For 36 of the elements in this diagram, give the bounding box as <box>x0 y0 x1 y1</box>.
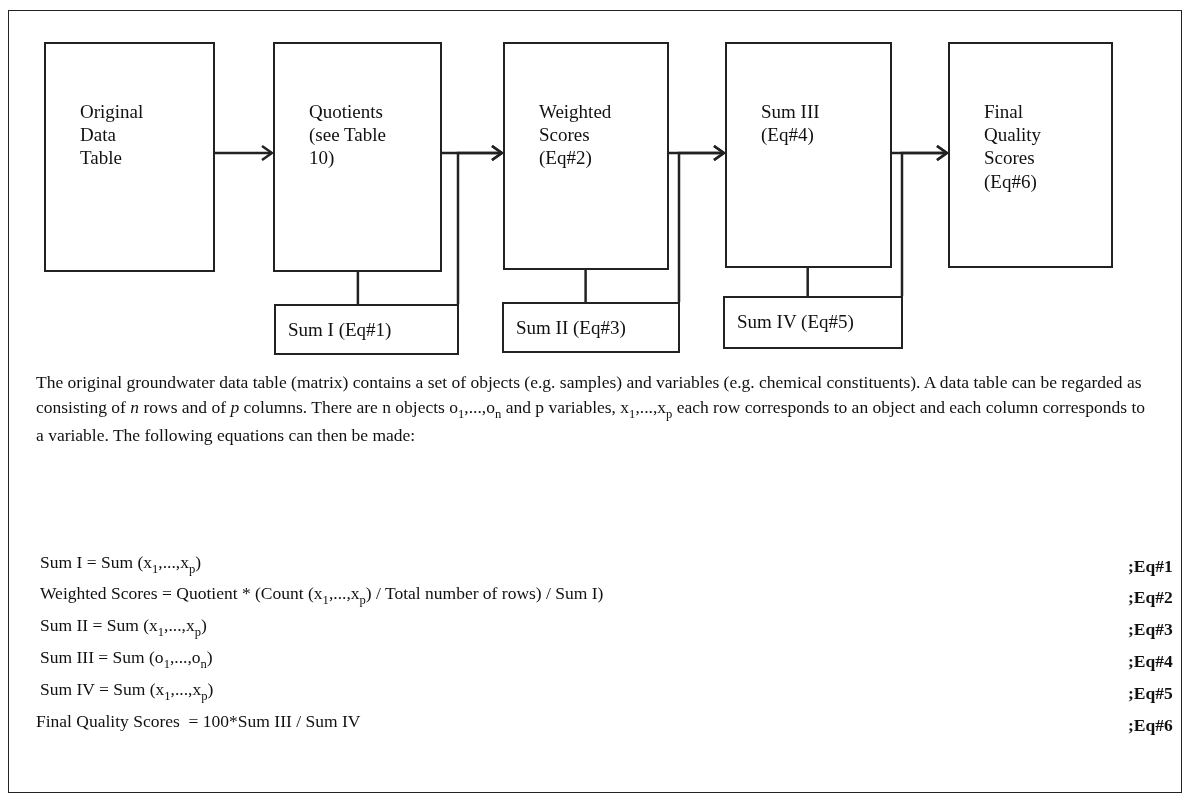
sum-box <box>502 302 680 353</box>
connector-line <box>806 268 809 296</box>
equation: Sum II = Sum (x$_{1}$,...,x$_{p}$) <box>40 615 207 640</box>
process-box <box>725 42 892 268</box>
arrow <box>677 144 726 302</box>
box-label: Sum III (Eq#4) <box>761 100 821 147</box>
box-label: Sum I (Eq#1) <box>288 318 393 342</box>
box-label: Quotients (see Table 10) <box>309 100 387 170</box>
sum-box <box>723 296 903 349</box>
equation-number: ;Eq#2 <box>1128 587 1173 608</box>
description-paragraph: The original groundwater data table (matrix) contains a set of objects (e.g. samples) and variables (e.g. chemical constituents). A data table can be regarded as consisting of n rows and of p columns. There are n objects o$_{1}$,...,o$_{n}$ and p variables, x$_{1}$,...,x$_{p}$ each row corresponds to an object and each column corresponds to a variable. The following equations can then be made: <box>36 371 1146 448</box>
equation-number: ;Eq#1 <box>1128 556 1173 577</box>
equation: Sum IV = Sum (x$_{1}$,...,x$_{p}$) <box>40 679 214 704</box>
box-label: Sum IV (Eq#5) <box>737 310 855 334</box>
process-box <box>44 42 215 272</box>
connector-line <box>584 270 587 302</box>
connector-line <box>356 272 360 304</box>
box-label: Sum II (Eq#3) <box>516 316 627 340</box>
equation: Sum III = Sum (o$_{1}$,...,o$_{n}$) <box>40 647 213 672</box>
equation-number: ;Eq#3 <box>1128 619 1173 640</box>
arrow <box>456 144 504 304</box>
box-label: Original Data Table <box>80 100 145 170</box>
box-label: Weighted Scores (Eq#2) <box>539 100 613 170</box>
equation-number: ;Eq#6 <box>1128 715 1173 736</box>
equation-number: ;Eq#5 <box>1128 683 1173 704</box>
sum-box <box>274 304 459 355</box>
process-box <box>273 42 442 272</box>
arrow <box>900 144 949 296</box>
arrow <box>215 144 274 162</box>
box-label: Final Quality Scores (Eq#6) <box>984 100 1042 193</box>
equation: Sum I = Sum (x$_{1}$,...,x$_{p}$) <box>40 552 201 577</box>
process-box <box>948 42 1113 268</box>
process-box <box>503 42 669 270</box>
equation: Final Quality Scores = 100*Sum III / Sum IV <box>36 711 361 732</box>
equation: Weighted Scores = Quotient * (Count (x$_{1}$,...,x$_{p}$) / Total number of rows) / Sum I) <box>40 583 604 608</box>
equation-number: ;Eq#4 <box>1128 651 1173 672</box>
